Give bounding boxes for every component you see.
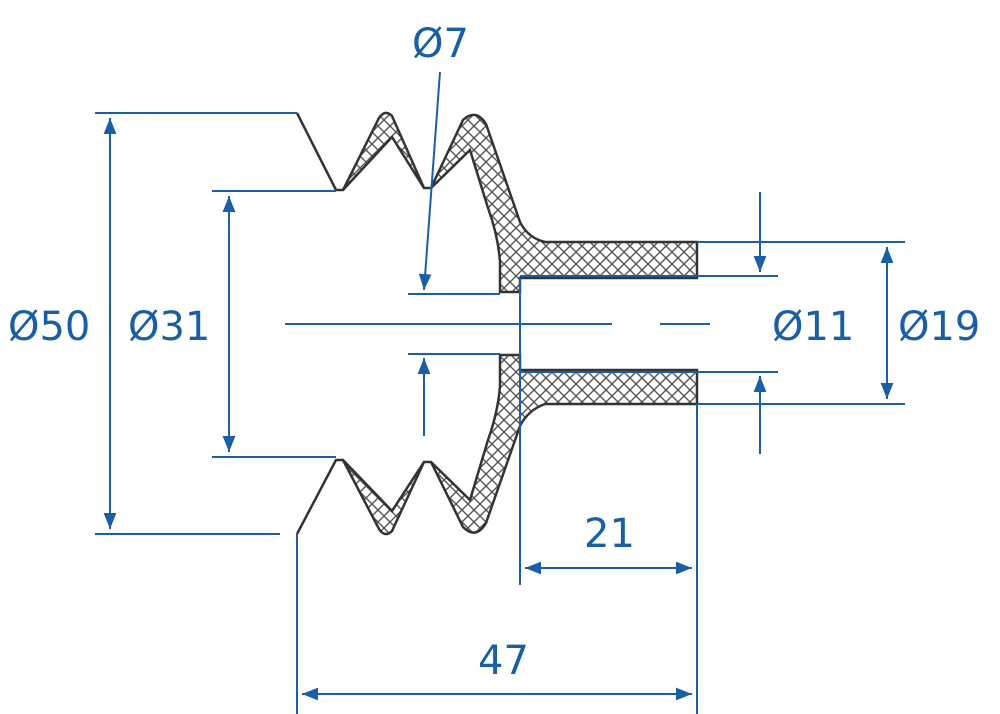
part-cross-section bbox=[295, 111, 699, 536]
d11-label: Ø11 bbox=[772, 304, 854, 350]
len47-label: 47 bbox=[478, 638, 529, 684]
dim-d31: Ø31 bbox=[128, 190, 336, 458]
dim-len47: 47 bbox=[296, 534, 692, 714]
d50-label: Ø50 bbox=[8, 304, 90, 350]
lower-bellows-wall bbox=[295, 353, 699, 536]
dim-len21: 21 bbox=[519, 278, 698, 714]
dim-d7: Ø7 bbox=[408, 21, 500, 436]
d7-label: Ø7 bbox=[412, 21, 469, 67]
d31-label: Ø31 bbox=[128, 304, 210, 350]
dim-d11: Ø11 bbox=[520, 192, 854, 454]
dim-d50: Ø50 bbox=[8, 112, 297, 535]
d19-label: Ø19 bbox=[898, 304, 980, 350]
len21-label: 21 bbox=[584, 511, 635, 557]
dim-d19: Ø19 bbox=[697, 241, 980, 405]
upper-bellows-wall bbox=[295, 111, 699, 294]
